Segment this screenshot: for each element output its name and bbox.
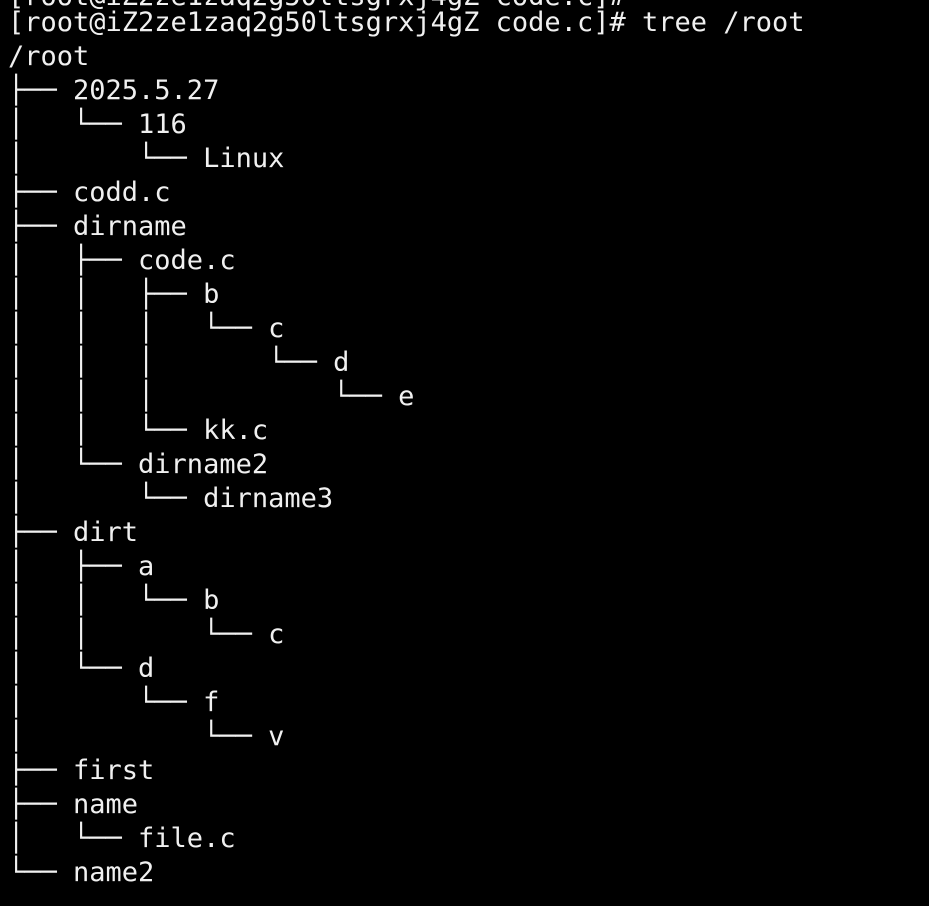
tree-output-line: ├── dirname — [8, 211, 187, 242]
tree-output-line: ├── first — [8, 755, 155, 786]
tree-output-line: └── name2 — [8, 857, 155, 888]
tree-output-line: │ └── Linux — [8, 143, 285, 174]
previous-prompt-line: [root@iZ2ze1zaq2g50ltsgrxj4gZ code.c]# — [8, 0, 642, 14]
tree-output-line: │ └── dirname2 — [8, 449, 269, 480]
tree-output-line: │ │ ├── b — [8, 279, 220, 310]
tree-output-line: │ └── f — [8, 687, 220, 718]
tree-output-line: │ ├── a — [8, 551, 155, 582]
tree-output-line: │ │ │ └── e — [8, 381, 415, 412]
tree-output-line: │ └── v — [8, 721, 285, 752]
tree-output-line: │ └── 116 — [8, 109, 187, 140]
tree-output-line: │ └── dirname3 — [8, 483, 334, 514]
tree-output-line: ├── 2025.5.27 — [8, 75, 220, 106]
tree-output-line: /root — [8, 41, 90, 72]
tree-output-line: │ │ │ └── d — [8, 347, 350, 378]
tree-output-line: │ │ │ └── c — [8, 313, 285, 344]
tree-output-line: ├── codd.c — [8, 177, 171, 208]
tree-output-line: ├── name — [8, 789, 139, 820]
command-prompt-line: [root@iZ2ze1zaq2g50ltsgrxj4gZ code.c]# t… — [8, 7, 805, 38]
tree-output-line: │ │ └── c — [8, 619, 285, 650]
tree-output-line: │ └── d — [8, 653, 155, 684]
tree-output-line: │ │ └── kk.c — [8, 415, 269, 446]
tree-output-line: │ └── file.c — [8, 823, 236, 854]
tree-output-line: ├── dirt — [8, 517, 139, 548]
tree-output-line: │ ├── code.c — [8, 245, 236, 276]
tree-output-line: │ │ └── b — [8, 585, 220, 616]
